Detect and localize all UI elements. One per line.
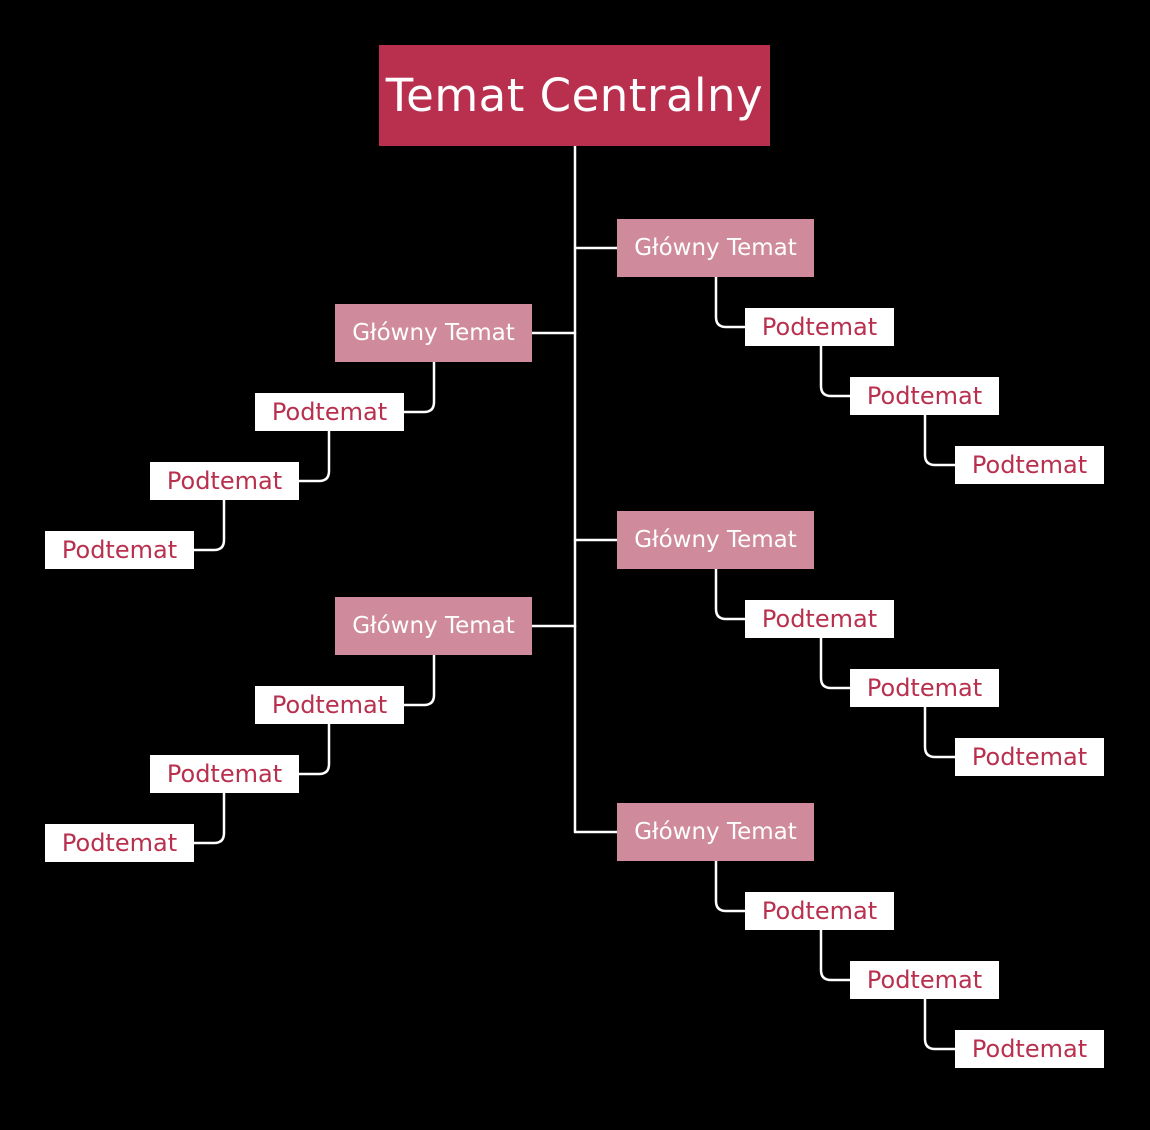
- subtopic-label: Podtemat: [761, 313, 878, 341]
- subtopic-label: Podtemat: [271, 398, 388, 426]
- central-topic[interactable]: Temat Centralny: [379, 45, 770, 146]
- subtopic-label: Podtemat: [166, 467, 283, 495]
- main-topic-label: Główny Temat: [634, 235, 797, 261]
- connector-b1-s1: [714, 275, 747, 329]
- subtopic-label: Podtemat: [61, 829, 178, 857]
- main-topic-label: Główny Temat: [352, 613, 515, 639]
- connector-b2-s2: [297, 429, 331, 483]
- subtopic-3-3[interactable]: Podtemat: [955, 738, 1104, 776]
- connector-b4-s2: [297, 722, 331, 776]
- main-topic-3[interactable]: Główny Temat: [617, 511, 814, 569]
- connector-b1-s2: [819, 344, 852, 398]
- subtopic-2-3[interactable]: Podtemat: [45, 531, 194, 569]
- connector-b5-s3: [923, 997, 957, 1051]
- connector-b5-s1: [714, 859, 747, 913]
- subtopic-label: Podtemat: [866, 382, 983, 410]
- connector-b1-s3: [923, 413, 957, 467]
- subtopic-2-1[interactable]: Podtemat: [255, 393, 404, 431]
- subtopic-5-1[interactable]: Podtemat: [745, 892, 894, 930]
- connector-b3-s1: [714, 567, 747, 621]
- subtopic-1-3[interactable]: Podtemat: [955, 446, 1104, 484]
- subtopic-label: Podtemat: [761, 605, 878, 633]
- main-topic-label: Główny Temat: [352, 320, 515, 346]
- subtopic-2-2[interactable]: Podtemat: [150, 462, 299, 500]
- connector-b4-s3: [192, 791, 226, 845]
- subtopic-label: Podtemat: [866, 674, 983, 702]
- main-topic-label: Główny Temat: [634, 527, 797, 553]
- subtopic-3-1[interactable]: Podtemat: [745, 600, 894, 638]
- connector-b2-s3: [192, 498, 226, 552]
- main-topic-5[interactable]: Główny Temat: [617, 803, 814, 861]
- connector-b4-s1: [402, 653, 436, 707]
- subtopic-3-2[interactable]: Podtemat: [850, 669, 999, 707]
- subtopic-label: Podtemat: [166, 760, 283, 788]
- main-topic-label: Główny Temat: [634, 819, 797, 845]
- main-topic-1[interactable]: Główny Temat: [617, 219, 814, 277]
- subtopic-4-3[interactable]: Podtemat: [45, 824, 194, 862]
- subtopic-1-1[interactable]: Podtemat: [745, 308, 894, 346]
- subtopic-1-2[interactable]: Podtemat: [850, 377, 999, 415]
- subtopic-label: Podtemat: [971, 451, 1088, 479]
- subtopic-label: Podtemat: [761, 897, 878, 925]
- main-topic-2[interactable]: Główny Temat: [335, 304, 532, 362]
- subtopic-4-2[interactable]: Podtemat: [150, 755, 299, 793]
- connector-b2-s1: [402, 360, 436, 414]
- connector-b5-s2: [819, 928, 852, 982]
- subtopic-5-3[interactable]: Podtemat: [955, 1030, 1104, 1068]
- connector-b3-s2: [819, 636, 852, 690]
- central-topic-label: Temat Centralny: [385, 69, 764, 122]
- subtopic-label: Podtemat: [971, 1035, 1088, 1063]
- subtopic-label: Podtemat: [271, 691, 388, 719]
- subtopic-label: Podtemat: [61, 536, 178, 564]
- subtopic-5-2[interactable]: Podtemat: [850, 961, 999, 999]
- connector-b3-s3: [923, 705, 957, 759]
- subtopic-label: Podtemat: [971, 743, 1088, 771]
- main-topic-4[interactable]: Główny Temat: [335, 597, 532, 655]
- subtopic-4-1[interactable]: Podtemat: [255, 686, 404, 724]
- subtopic-label: Podtemat: [866, 966, 983, 994]
